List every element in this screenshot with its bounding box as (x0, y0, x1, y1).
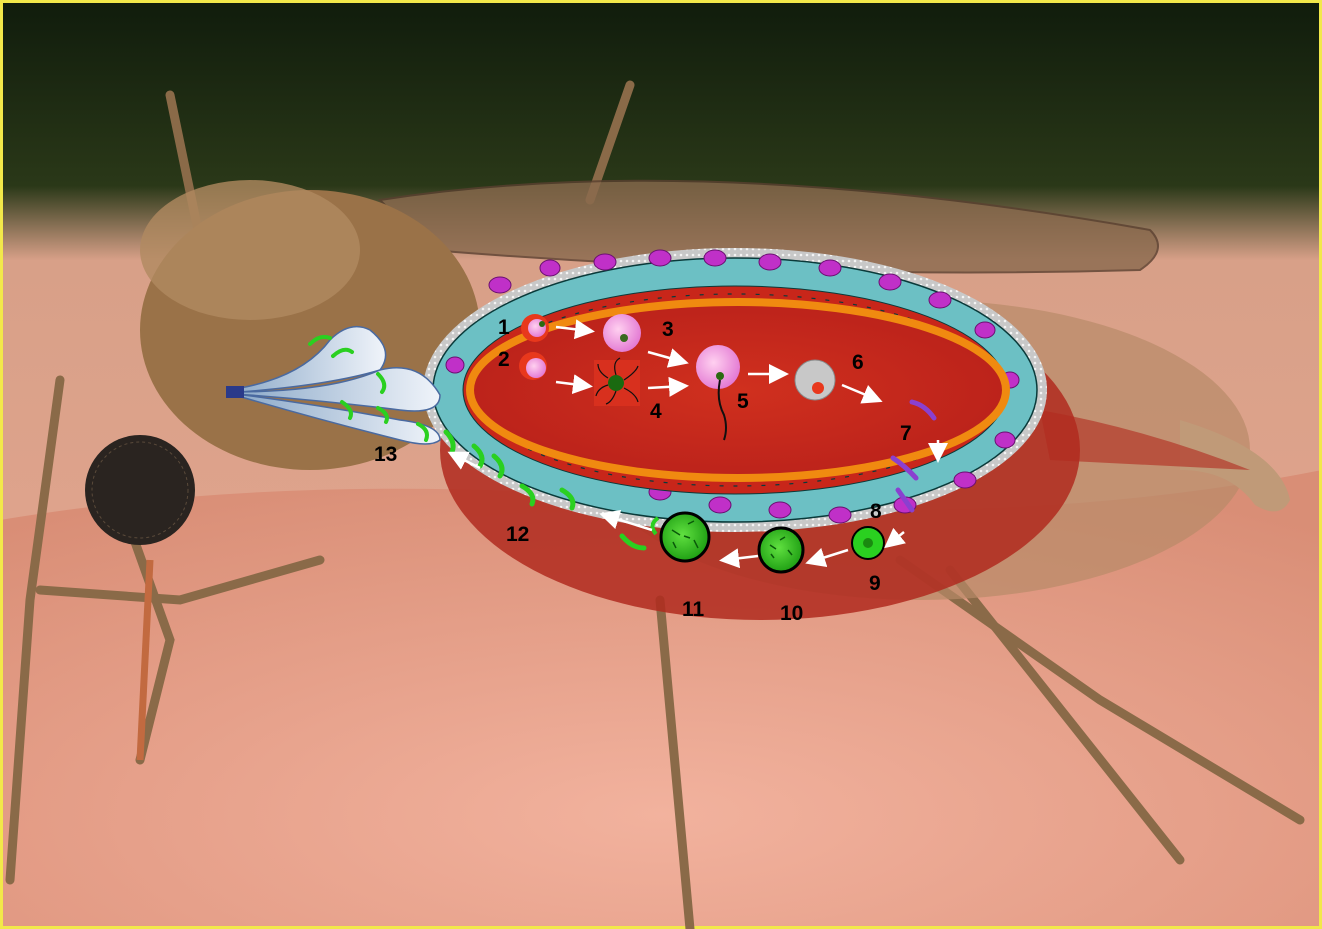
label-12: 12 (506, 523, 529, 546)
mosquito-eye (85, 435, 195, 545)
stage-2-gametocyte (519, 352, 547, 380)
stage-10-oocyst (759, 528, 803, 572)
label-7: 7 (900, 422, 912, 445)
stage-1-gametocyte (521, 314, 549, 342)
label-6: 6 (852, 351, 864, 374)
label-13: 13 (374, 443, 397, 466)
label-5: 5 (737, 390, 749, 413)
label-9: 9 (869, 572, 881, 595)
label-3: 3 (662, 318, 674, 341)
label-8: 8 (870, 500, 882, 523)
label-11: 11 (682, 598, 705, 621)
midgut (423, 248, 1047, 532)
label-1: 1 (498, 316, 510, 339)
mosquito-scutum (140, 180, 360, 320)
stage-6-zygote (795, 360, 835, 400)
stage-3-macrogamete (603, 314, 641, 352)
label-2: 2 (498, 348, 510, 371)
stage-4-exflagellation (594, 358, 640, 406)
label-4: 4 (650, 400, 662, 423)
stage-9-early-oocyst (852, 527, 884, 559)
label-10: 10 (780, 602, 803, 625)
